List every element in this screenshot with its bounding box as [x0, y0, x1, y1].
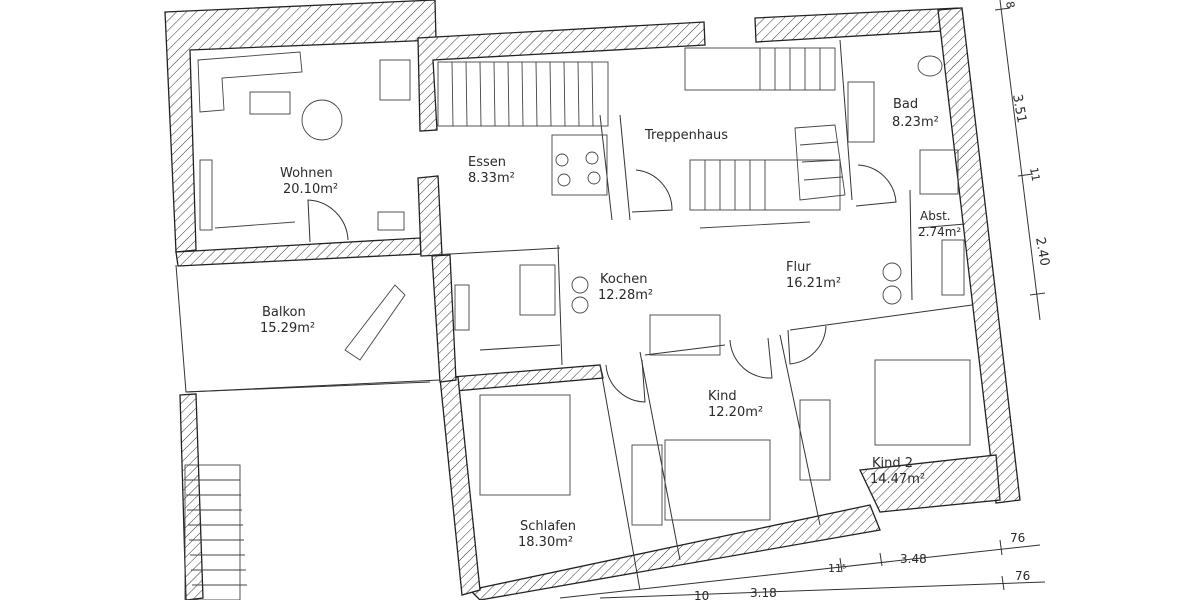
- dim-bottom-c: 11⁵: [828, 562, 846, 575]
- room-area-kochen: 12.28m²: [598, 288, 653, 303]
- dim-right-small-b: 8: [1003, 0, 1017, 9]
- room-name-schlafen: Schlafen: [520, 519, 576, 534]
- room-name-bad: Bad: [893, 97, 918, 112]
- dim-right-top: 3.51: [1009, 93, 1029, 124]
- room-labels: Wohnen 20.10m² Essen 8.33m² Treppenhaus …: [260, 97, 961, 550]
- room-name-flur: Flur: [786, 260, 811, 275]
- room-area-essen: 8.33m²: [468, 171, 515, 186]
- dim-bottom-e: 10: [694, 589, 709, 600]
- dim-bottom-a: 76: [1010, 531, 1025, 545]
- dimension-lines: 3.51 11 2.40 8 76 3.48 11⁵ 3.18 10 76: [559, 0, 1052, 600]
- room-area-balkon: 15.29m²: [260, 321, 315, 336]
- room-name-balkon: Balkon: [262, 305, 306, 320]
- room-area-kind: 12.20m²: [708, 405, 763, 420]
- stairs: [184, 47, 846, 600]
- walls: [164, 0, 1021, 600]
- interior-lines: [175, 39, 973, 591]
- room-name-essen: Essen: [468, 155, 506, 170]
- room-name-wohnen: Wohnen: [280, 166, 333, 181]
- room-area-wohnen: 20.10m²: [283, 182, 338, 197]
- room-area-flur: 16.21m²: [786, 276, 841, 291]
- dim-right-mid: 2.40: [1032, 236, 1052, 267]
- dim-bottom-b: 3.48: [900, 552, 927, 566]
- room-area-kind-2: 14.47m²: [870, 472, 925, 487]
- room-name-treppenhaus: Treppenhaus: [644, 128, 728, 143]
- room-name-kind-2: Kind 2: [872, 456, 913, 471]
- room-name-kochen: Kochen: [600, 272, 647, 287]
- dim-right-small-a: 11: [1027, 166, 1042, 182]
- furniture: [197, 51, 971, 526]
- room-area-schlafen: 18.30m²: [518, 535, 573, 550]
- door-swings: [307, 164, 897, 403]
- room-area-abst: 2.74m²: [918, 225, 961, 239]
- room-area-bad: 8.23m²: [892, 115, 939, 130]
- room-name-kind: Kind: [708, 389, 737, 404]
- room-name-abst: Abst.: [920, 209, 951, 223]
- dim-bottom-f: 76: [1015, 569, 1030, 583]
- dim-bottom-d: 3.18: [750, 586, 777, 600]
